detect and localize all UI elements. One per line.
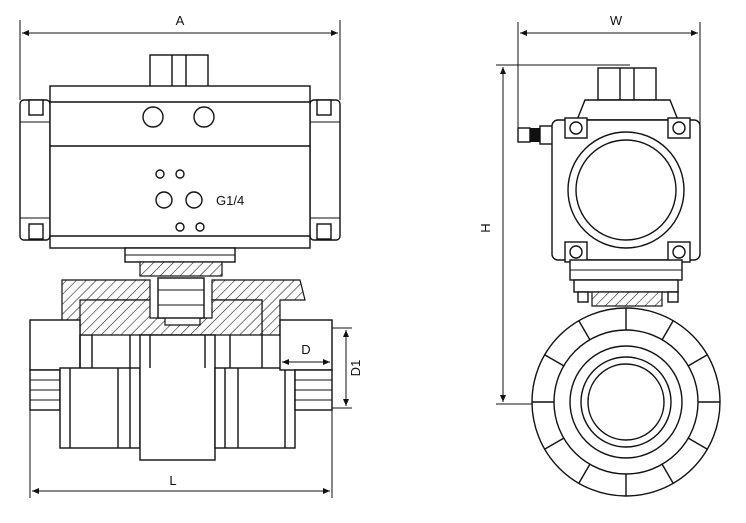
label-h: H xyxy=(478,223,493,232)
side-union-nut xyxy=(531,307,721,497)
dimension-d1: D1 xyxy=(332,327,363,409)
label-g14: G1/4 xyxy=(216,193,244,208)
side-fitting xyxy=(517,125,555,145)
air-port-left xyxy=(155,191,173,209)
label-a: A xyxy=(176,13,185,28)
side-view: W H xyxy=(478,13,721,497)
actuator-top-stem xyxy=(149,54,209,88)
actuator-body: G1/4 xyxy=(49,85,311,249)
mounting-hole-right xyxy=(193,106,215,128)
dimension-d: D xyxy=(282,342,330,365)
valve-center-body xyxy=(139,334,216,461)
actuator-left-endcap xyxy=(19,99,51,241)
dimension-a: A xyxy=(19,13,341,100)
label-l: L xyxy=(169,473,176,488)
valve-upper-housing xyxy=(61,277,306,336)
side-actuator-housing xyxy=(551,117,701,281)
mounting-hole-left xyxy=(142,106,164,128)
side-shoulder xyxy=(575,99,680,121)
label-w: W xyxy=(610,13,623,28)
actuator-right-endcap xyxy=(309,99,341,241)
right-union-end xyxy=(214,319,333,449)
left-union-end xyxy=(29,319,141,449)
actuator-inner-ring xyxy=(575,139,677,241)
label-d1: D1 xyxy=(348,360,363,377)
coupling-bracket xyxy=(124,247,236,277)
side-bracket xyxy=(573,279,679,307)
actuator-outer-ring xyxy=(567,131,685,249)
side-top-stem xyxy=(597,67,657,101)
air-port-right xyxy=(185,191,203,209)
label-d: D xyxy=(301,342,310,357)
dimension-l: L xyxy=(29,410,333,498)
front-view: A xyxy=(19,13,363,498)
